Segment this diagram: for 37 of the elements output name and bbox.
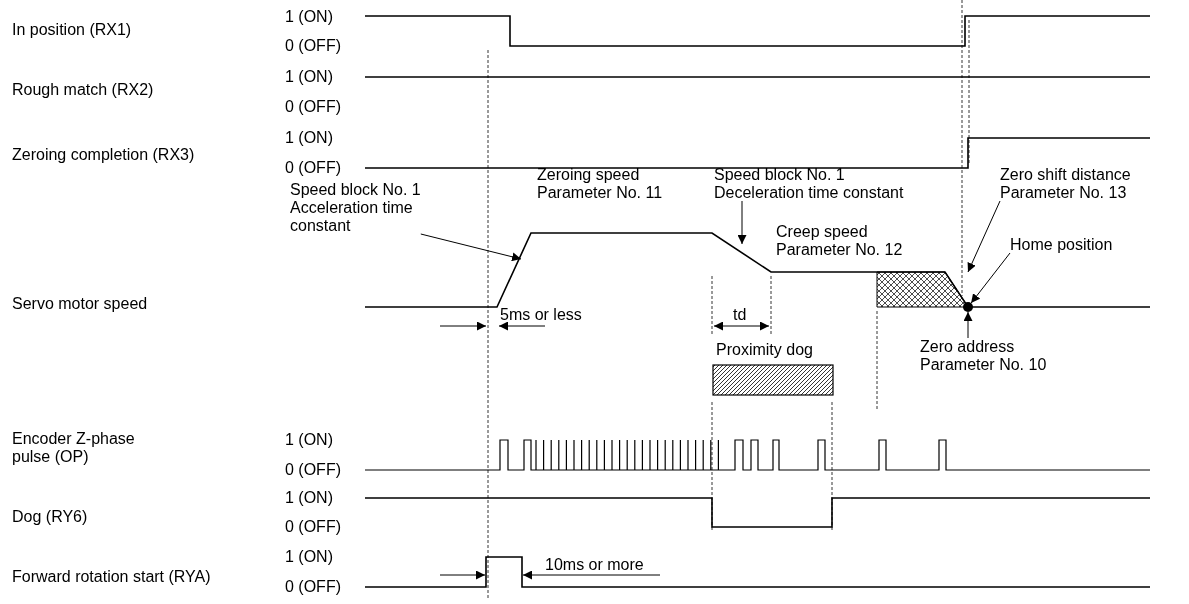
level-label: 1 (ON)	[285, 68, 333, 86]
level-label: 0 (OFF)	[285, 98, 341, 116]
level-label: 1 (ON)	[285, 548, 333, 566]
level-label: 1 (ON)	[285, 489, 333, 507]
signal-name: Forward rotation start (RYA)	[12, 568, 211, 586]
signal-name: In position (RX1)	[12, 21, 132, 39]
callout-text: Zero address Parameter No. 10	[920, 338, 1060, 374]
callout-text: Home position	[1010, 236, 1113, 254]
signal-name: Servo motor speed	[12, 295, 148, 313]
leader-arrow	[970, 252, 1011, 304]
level-label: 1 (ON)	[285, 129, 333, 147]
level-label: 0 (OFF)	[285, 461, 341, 479]
dimension-label: td	[733, 306, 747, 324]
bar-label: Proximity dog	[715, 341, 814, 359]
callout-text: Zero shift distance Parameter No. 13	[1000, 166, 1175, 202]
leader-arrow	[737, 200, 747, 245]
level-label: 0 (OFF)	[285, 159, 341, 177]
dimension-label: 10ms or more	[545, 556, 644, 574]
callout-text: Speed block No. 1 Acceleration time constant	[290, 181, 470, 235]
leader-arrow	[963, 311, 973, 339]
level-label: 0 (OFF)	[285, 578, 341, 596]
parameter-label: Creep speed Parameter No. 12	[776, 223, 904, 259]
home-position-dot	[963, 302, 973, 312]
dimension-label: 5ms or less	[500, 306, 582, 324]
hatched-area	[876, 271, 969, 308]
signal-name: Encoder Z-phase pulse (OP)	[12, 430, 136, 466]
signal-name: Rough match (RX2)	[12, 81, 154, 99]
level-label: 0 (OFF)	[285, 518, 341, 536]
level-label: 1 (ON)	[285, 8, 333, 26]
signal-name: Zeroing completion (RX3)	[12, 146, 195, 164]
level-label: 1 (ON)	[285, 431, 333, 449]
callout-text: Speed block No. 1 Deceleration time constant	[714, 166, 919, 202]
leader-arrow	[420, 233, 522, 262]
parameter-label: Zeroing speed Parameter No. 11	[537, 166, 664, 202]
signal-name: Dog (RY6)	[12, 508, 88, 526]
leader-arrow	[967, 200, 1001, 273]
level-label: 0 (OFF)	[285, 37, 341, 55]
